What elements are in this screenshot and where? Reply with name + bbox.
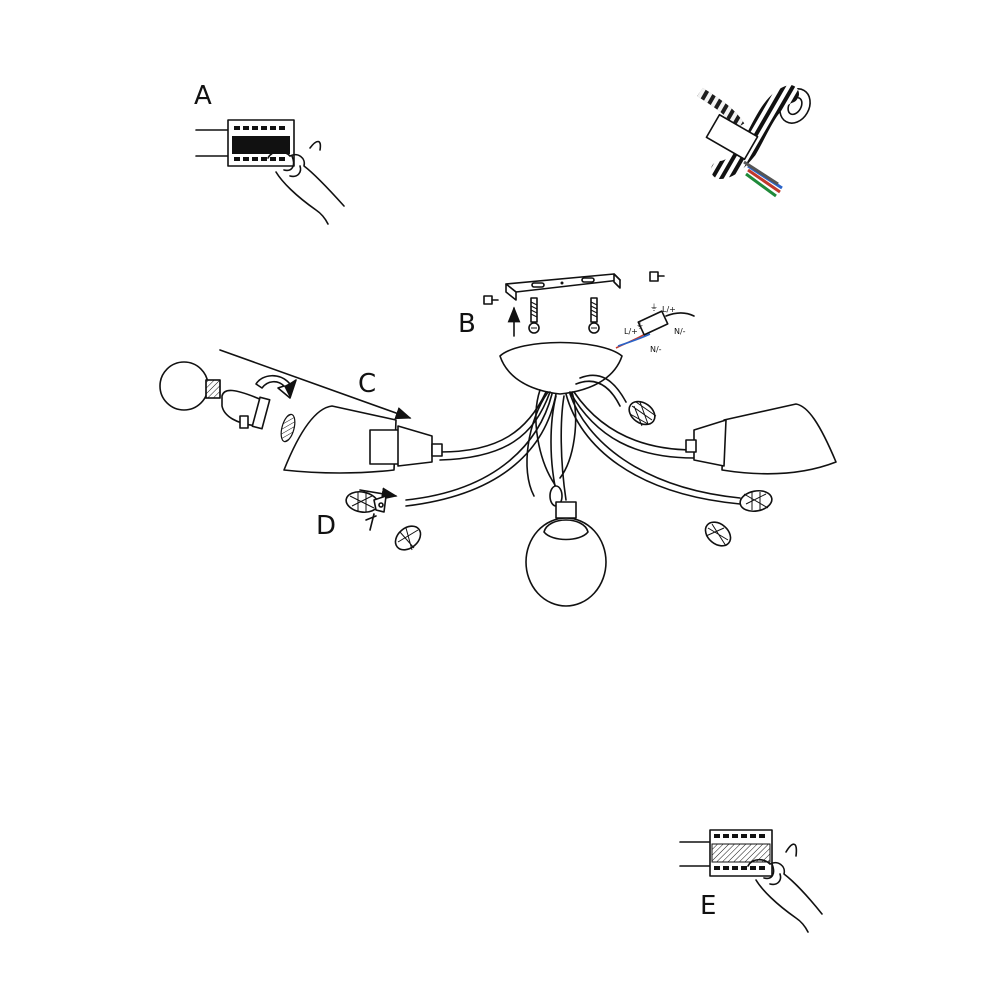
terminal-n-label-2: N/- — [650, 345, 662, 354]
step-e-terminal-block: E — [679, 829, 823, 933]
hand-icon — [267, 150, 345, 225]
screw-small-left — [483, 295, 499, 305]
shade-right — [685, 403, 837, 475]
screw-small-right — [649, 271, 665, 282]
bulb-icon — [159, 361, 209, 411]
step-c-bulb: C — [159, 349, 412, 443]
label-d: D — [316, 511, 336, 541]
terminal-screws-bottom — [234, 157, 285, 161]
arrow-c — [219, 349, 412, 420]
terminal-l-label: L/+ — [662, 305, 676, 314]
terminal-screws-top — [234, 126, 285, 130]
connector-block — [705, 113, 759, 161]
shade-center — [525, 501, 607, 607]
arms — [405, 374, 741, 507]
wall-screw-right — [588, 297, 600, 334]
label-a: A — [194, 81, 212, 111]
leaf-ornaments — [345, 400, 773, 551]
label-e: E — [700, 891, 716, 921]
label-c: C — [358, 369, 376, 399]
fixing-ring — [280, 413, 296, 443]
terminal-e-screws-top — [714, 834, 765, 838]
terminal-l-label-2: L/+ — [624, 327, 638, 336]
step-a-terminal-block: A — [194, 81, 345, 225]
earth-symbol: ⏚ — [650, 303, 658, 312]
wiring-terminal: L/+ L/+ N/- N/- ⏚ ⏚ — [615, 303, 695, 354]
step-b-bracket: B — [458, 271, 695, 354]
step-d-fastener: D — [316, 487, 398, 541]
shade-left — [283, 405, 443, 474]
terminal-n-label: N/- — [674, 327, 686, 336]
rotate-arrow-icon — [255, 374, 297, 399]
hand-icon-e — [747, 858, 823, 933]
chandelier-fixture — [283, 341, 837, 607]
wall-screw-left — [528, 297, 540, 334]
earth-symbol-2: ⏚ — [636, 321, 644, 330]
label-b: B — [458, 309, 476, 339]
arrow-d — [359, 487, 398, 500]
terminal-e-screws-bottom — [714, 866, 765, 870]
cable-detail — [697, 85, 811, 198]
